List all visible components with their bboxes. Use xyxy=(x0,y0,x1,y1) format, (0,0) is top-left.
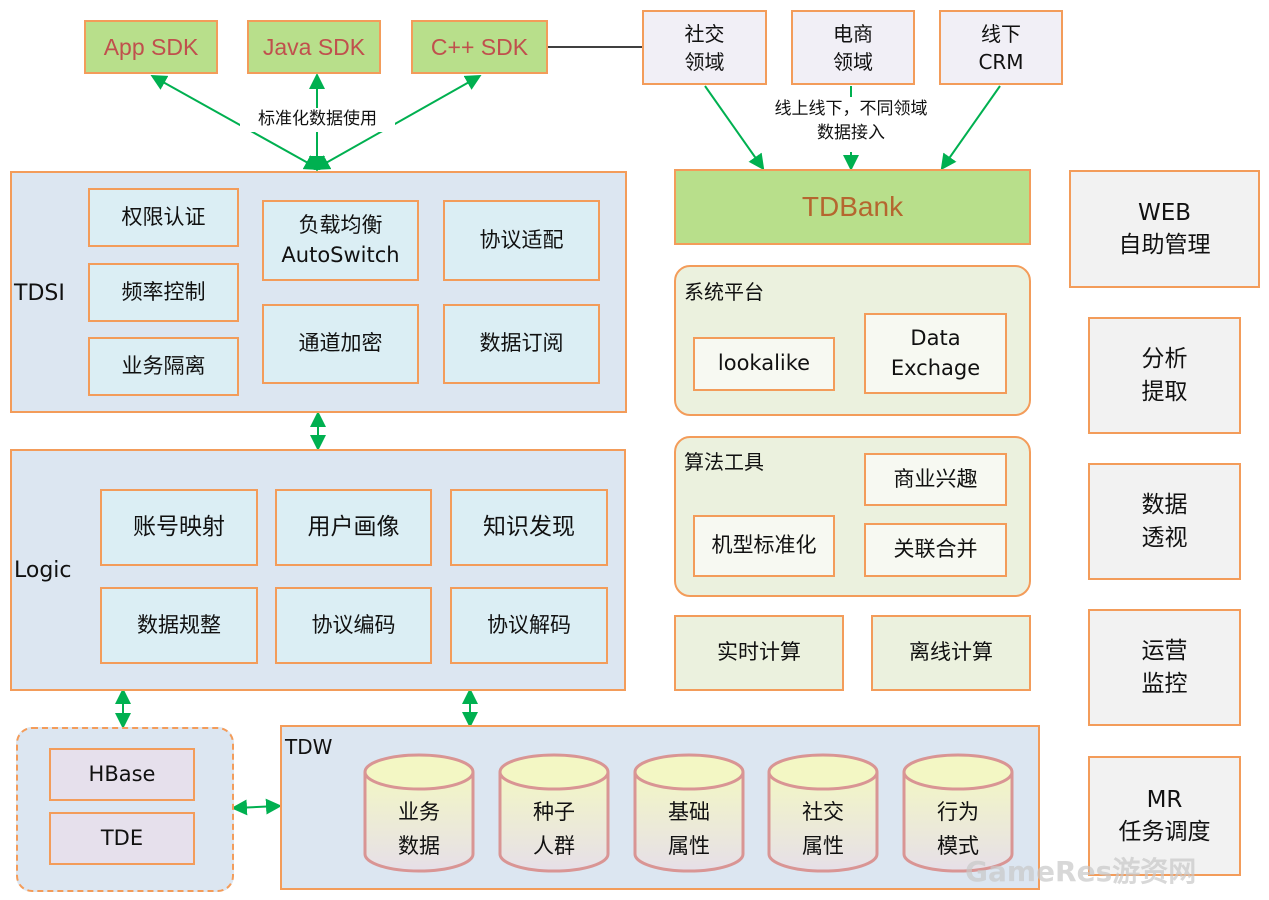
tdsi-item: 数据订阅 xyxy=(443,304,600,384)
cpp-sdk-box: C++ SDK xyxy=(411,20,548,74)
logic-item: 协议解码 xyxy=(450,587,608,664)
tdw-cylinder-label: 业务 数据 xyxy=(398,800,440,858)
algorithm-item: 商业兴趣 xyxy=(864,453,1007,506)
algorithm-tools-title: 算法工具 xyxy=(684,450,764,474)
sdk-usage-label: 标准化数据使用 xyxy=(240,108,395,132)
web-management-box: WEB 自助管理 xyxy=(1069,170,1260,288)
tdw-cylinder: 社交 属性 xyxy=(766,752,880,874)
app-sdk-box: App SDK xyxy=(84,20,218,74)
hbase-box: HBase xyxy=(49,748,195,801)
tdw-cylinder-label: 行为 模式 xyxy=(937,800,979,858)
ecommerce-domain-box: 电商 领域 xyxy=(791,10,915,85)
analysis-box: 分析 提取 xyxy=(1088,317,1241,434)
logic-title: Logic xyxy=(14,558,72,583)
tdw-cylinder: 种子 人群 xyxy=(497,752,611,874)
tdw-title: TDW xyxy=(285,735,333,759)
tdw-cylinder: 基础 属性 xyxy=(632,752,746,874)
algorithm-item: 关联合并 xyxy=(864,523,1007,577)
logic-item: 协议编码 xyxy=(275,587,432,664)
tdsi-item: 协议适配 xyxy=(443,200,600,281)
tdsi-item: 业务隔离 xyxy=(88,337,239,396)
logic-item: 数据规整 xyxy=(100,587,258,664)
offline-crm-box: 线下 CRM xyxy=(939,10,1063,85)
mr-scheduler-box: MR 任务调度 xyxy=(1088,756,1241,876)
system-platform-title: 系统平台 xyxy=(684,280,764,304)
logic-item: 用户画像 xyxy=(275,489,432,566)
tdw-cylinder-label: 基础 属性 xyxy=(668,800,710,858)
tdsi-title: TDSI xyxy=(14,281,65,306)
ops-monitor-box: 运营 监控 xyxy=(1088,609,1241,726)
watermark: GameRes游资网 xyxy=(965,855,1197,888)
tdw-cylinder: 业务 数据 xyxy=(362,752,476,874)
tdsi-item: 频率控制 xyxy=(88,263,239,322)
realtime-compute-box: 实时计算 xyxy=(674,615,844,691)
lookalike-box: lookalike xyxy=(693,337,835,391)
tdsi-item: 通道加密 xyxy=(262,304,419,384)
logic-item: 知识发现 xyxy=(450,489,608,566)
tde-box: TDE xyxy=(49,812,195,865)
data-exchange-box: Data Exchage xyxy=(864,313,1007,394)
algorithm-item: 机型标准化 xyxy=(693,515,835,577)
tdw-cylinder-label: 种子 人群 xyxy=(533,800,575,858)
java-sdk-box: Java SDK xyxy=(247,20,381,74)
tdbank-box: TDBank xyxy=(674,169,1031,245)
data-ingest-label: 线上线下，不同领域 数据接入 xyxy=(774,99,928,143)
tdw-cylinder: 行为 模式 xyxy=(901,752,1015,874)
offline-compute-box: 离线计算 xyxy=(871,615,1031,691)
tdw-cylinder-label: 社交 属性 xyxy=(802,800,844,858)
logic-item: 账号映射 xyxy=(100,489,258,566)
tdsi-item: 权限认证 xyxy=(88,188,239,247)
tdsi-item: 负载均衡 AutoSwitch xyxy=(262,200,419,281)
social-domain-box: 社交 领域 xyxy=(642,10,767,85)
data-pivot-box: 数据 透视 xyxy=(1088,463,1241,580)
